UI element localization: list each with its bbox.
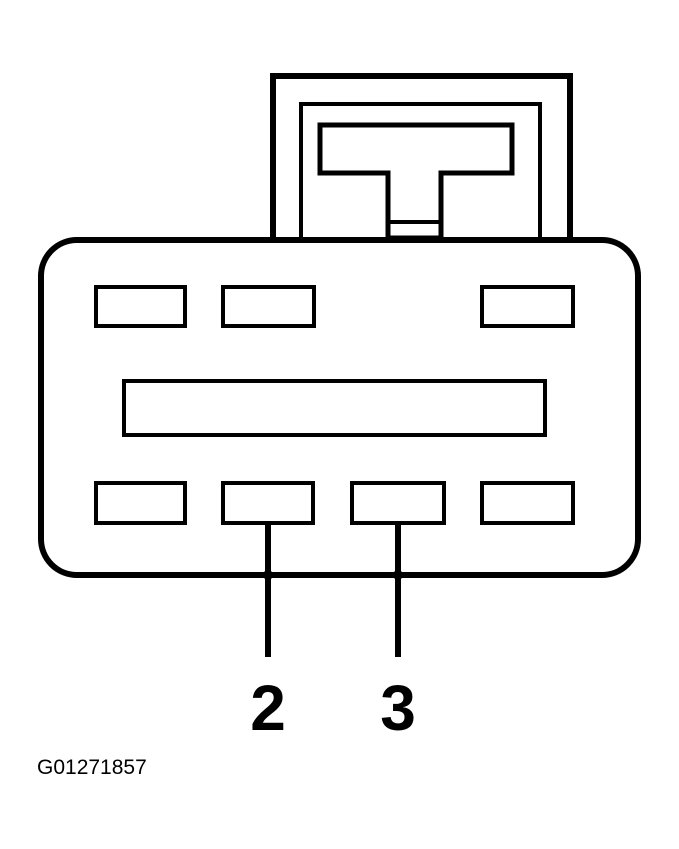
leader-dot-pin-2: [263, 570, 273, 580]
locking-tab: [270, 73, 573, 249]
cavity-bottom-2: [221, 481, 315, 525]
pin-leaders: [263, 523, 403, 657]
bottom-cavity-row: [94, 481, 575, 525]
pin-label-3: 3: [380, 672, 416, 744]
top-cavity-row: [94, 285, 575, 328]
cavity-top-2: [221, 285, 316, 328]
cavity-top-3: [480, 285, 575, 328]
leader-dot-pin-3: [393, 570, 403, 580]
cavity-bottom-1: [94, 481, 187, 525]
pin-label-2: 2: [250, 672, 286, 744]
cavity-bottom-3: [350, 481, 446, 525]
cavity-top-1: [94, 285, 187, 328]
center-slot: [122, 379, 547, 437]
cavity-bottom-4: [480, 481, 575, 525]
figure-id: G01271857: [37, 756, 147, 779]
